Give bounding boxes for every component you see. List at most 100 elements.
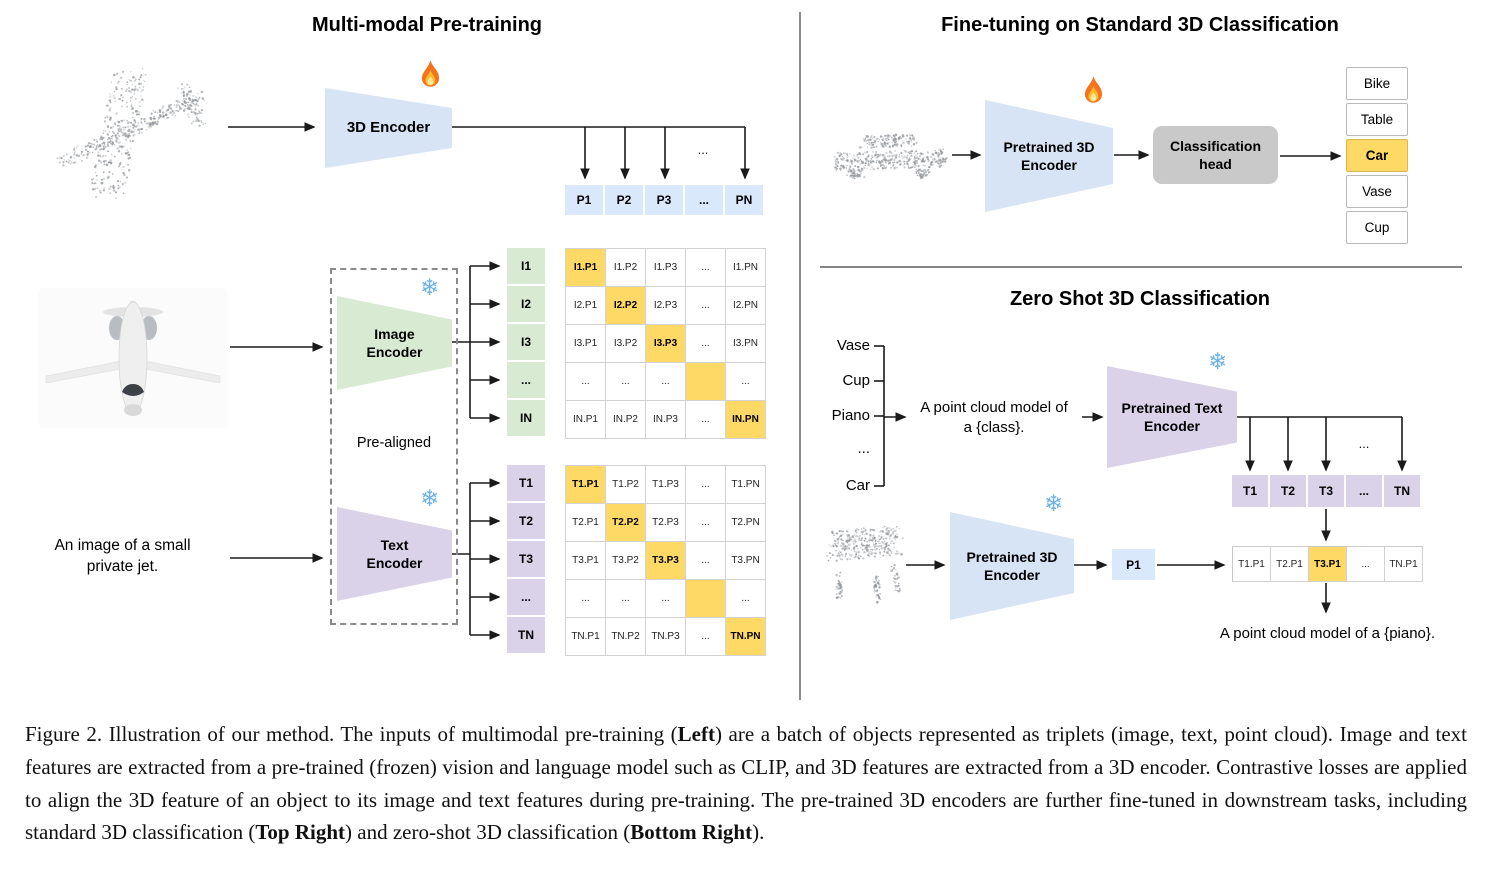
i-cell: I2 <box>507 286 545 322</box>
text-point-sim-cell: T1.P3 <box>646 466 686 504</box>
class-option: Bike <box>1346 67 1408 100</box>
text-point-sim-cell: T2.P1 <box>566 504 606 542</box>
text-point-sim-cell: T1.P2 <box>606 466 646 504</box>
image-point-sim-cell: IN.P3 <box>646 401 686 439</box>
image-feature-column: I1I2I3...IN <box>507 248 545 436</box>
image-point-similarity-matrix: I1.P1I1.P2I1.P3...I1.PNI2.P1I2.P2I2.P3..… <box>565 248 766 439</box>
text-point-sim-cell: TN.PN <box>726 618 766 656</box>
similarity-result-row: T1.P1T2.P1T3.P1...TN.P1 <box>1232 546 1423 582</box>
left-panel-title: Multi-modal Pre-training <box>227 14 627 37</box>
figure-caption: Figure 2. Illustration of our method. Th… <box>25 718 1467 849</box>
text-point-sim-cell: T3.PN <box>726 542 766 580</box>
zero-shot-class-label: Vase <box>810 337 870 354</box>
text-point-sim-cell: ... <box>686 618 726 656</box>
i-cell: ... <box>507 362 545 398</box>
similarity-cell: TN.P1 <box>1385 547 1423 582</box>
class-option: Vase <box>1346 175 1408 208</box>
image-point-sim-cell: ... <box>686 287 726 325</box>
text-point-sim-cell: T2.PN <box>726 504 766 542</box>
text-point-sim-cell: TN.P1 <box>566 618 606 656</box>
i-cell: I3 <box>507 324 545 360</box>
text-point-sim-cell: T3.P2 <box>606 542 646 580</box>
class-option: Car <box>1346 139 1408 172</box>
fire-icon <box>1080 76 1107 110</box>
text-point-sim-cell: ... <box>646 580 686 618</box>
image-point-sim-cell: IN.P1 <box>566 401 606 439</box>
pre-aligned-label: Pre-aligned <box>330 434 458 454</box>
pretrained-3d-encoder-finetune: Pretrained 3D Encoder <box>985 100 1113 212</box>
text-point-sim-cell: T1.P1 <box>566 466 606 504</box>
snowflake-icon: ❄ <box>420 487 439 510</box>
ellipsis-label: ... <box>1346 436 1382 451</box>
text-point-sim-cell: T2.P3 <box>646 504 686 542</box>
pretrained-text-encoder: Pretrained Text Encoder <box>1107 366 1237 468</box>
p-cell: P3 <box>645 185 683 215</box>
text-point-sim-cell <box>686 580 726 618</box>
text-feature-column: T1T2T3...TN <box>507 465 545 653</box>
image-point-sim-cell: ... <box>606 363 646 401</box>
fire-icon <box>417 60 444 94</box>
image-point-sim-cell: I2.P2 <box>606 287 646 325</box>
snowflake-icon: ❄ <box>1044 492 1063 515</box>
p-cell: PN <box>725 185 763 215</box>
text-point-sim-cell: T3.P3 <box>646 542 686 580</box>
ellipsis-label: ... <box>685 142 721 157</box>
image-point-sim-cell: I2.P3 <box>646 287 686 325</box>
image-point-sim-cell: I2.PN <box>726 287 766 325</box>
result-prompt-text: A point cloud model of a {piano}. <box>1200 624 1455 644</box>
pretrained-3d-encoder-label: Pretrained 3D Encoder <box>966 548 1057 584</box>
text-feature-row: T1T2T3...TN <box>1232 475 1420 507</box>
zero-shot-class-label: ... <box>810 440 870 457</box>
prompt-text: A point cloud model of a {class}. <box>908 398 1080 439</box>
text-point-sim-cell: ... <box>686 542 726 580</box>
snowflake-icon: ❄ <box>420 276 439 299</box>
text-point-sim-cell: ... <box>606 580 646 618</box>
image-point-sim-cell: I1.P2 <box>606 249 646 287</box>
image-point-sim-cell: I1.P1 <box>566 249 606 287</box>
text-point-sim-cell: ... <box>726 580 766 618</box>
t-cell: T1 <box>507 465 545 501</box>
t-cell: TN <box>1384 475 1420 507</box>
text-point-sim-cell: TN.P2 <box>606 618 646 656</box>
similarity-cell: T3.P1 <box>1309 547 1347 582</box>
similarity-cell: ... <box>1347 547 1385 582</box>
text-point-sim-cell: ... <box>566 580 606 618</box>
image-point-sim-cell: I3.PN <box>726 325 766 363</box>
p-cell: P1 <box>565 185 603 215</box>
text-encoder-label: Text Encoder <box>366 536 422 572</box>
zero-shot-class-label: Car <box>810 477 870 494</box>
t-cell: T2 <box>1270 475 1306 507</box>
image-point-sim-cell <box>686 363 726 401</box>
image-point-sim-cell: ... <box>686 249 726 287</box>
snowflake-icon: ❄ <box>1208 350 1227 373</box>
text-point-sim-cell: TN.P3 <box>646 618 686 656</box>
t-cell: T3 <box>1308 475 1344 507</box>
p1-feature-cell: P1 <box>1112 549 1155 580</box>
input-caption-text: An image of a small private jet. <box>25 536 220 578</box>
point-feature-row: P1P2P3...PN <box>565 185 763 215</box>
image-encoder-label: Image Encoder <box>366 325 422 361</box>
p-cell: ... <box>685 185 723 215</box>
similarity-cell: T2.P1 <box>1271 547 1309 582</box>
text-point-sim-cell: T3.P1 <box>566 542 606 580</box>
pretrained-3d-encoder-label: Pretrained 3D Encoder <box>1003 138 1094 174</box>
text-point-similarity-matrix: T1.P1T1.P2T1.P3...T1.PNT2.P1T2.P2T2.P3..… <box>565 465 766 656</box>
jet-photo <box>38 288 228 428</box>
image-point-sim-cell: I3.P2 <box>606 325 646 363</box>
t-cell: TN <box>507 617 545 653</box>
image-point-sim-cell: ... <box>566 363 606 401</box>
image-point-sim-cell: IN.PN <box>726 401 766 439</box>
image-point-sim-cell: I3.P1 <box>566 325 606 363</box>
similarity-cell: T1.P1 <box>1233 547 1271 582</box>
image-point-sim-cell: ... <box>726 363 766 401</box>
t-cell: T2 <box>507 503 545 539</box>
top-right-title: Fine-tuning on Standard 3D Classificatio… <box>880 14 1400 37</box>
airplane-point-cloud <box>35 45 220 215</box>
t-cell: ... <box>507 579 545 615</box>
image-point-sim-cell: ... <box>686 325 726 363</box>
3d-encoder: 3D Encoder <box>325 88 452 168</box>
text-point-sim-cell: T2.P2 <box>606 504 646 542</box>
class-prediction-list: BikeTableCarVaseCup <box>1346 67 1408 244</box>
pretrained-3d-encoder-zeroshot: Pretrained 3D Encoder <box>950 512 1074 620</box>
